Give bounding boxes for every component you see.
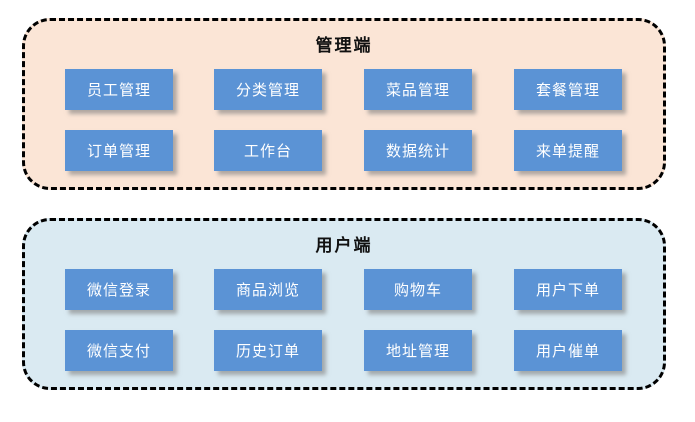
admin-panel: 管理端 员工管理 分类管理 菜品管理 套餐管理 订单管理 工作台 数据统计 来单…: [22, 18, 666, 190]
button-order-reminder: 来单提醒: [514, 130, 622, 171]
button-wechat-pay: 微信支付: [65, 330, 173, 371]
button-shopping-cart: 购物车: [364, 269, 472, 310]
button-history-orders: 历史订单: [214, 330, 322, 371]
button-user-urge-order: 用户催单: [514, 330, 622, 371]
button-wechat-login: 微信登录: [65, 269, 173, 310]
user-panel: 用户端 微信登录 商品浏览 购物车 用户下单 微信支付 历史订单 地址管理 用户…: [22, 218, 666, 390]
button-product-browse: 商品浏览: [214, 269, 322, 310]
button-employee-management: 员工管理: [65, 69, 173, 110]
button-category-management: 分类管理: [214, 69, 322, 110]
button-user-place-order: 用户下单: [514, 269, 622, 310]
button-data-statistics: 数据统计: [364, 130, 472, 171]
button-workbench: 工作台: [214, 130, 322, 171]
button-combo-management: 套餐管理: [514, 69, 622, 110]
button-order-management: 订单管理: [65, 130, 173, 171]
user-panel-title: 用户端: [315, 236, 373, 255]
button-address-management: 地址管理: [364, 330, 472, 371]
admin-panel-title: 管理端: [315, 36, 373, 55]
button-dish-management: 菜品管理: [364, 69, 472, 110]
